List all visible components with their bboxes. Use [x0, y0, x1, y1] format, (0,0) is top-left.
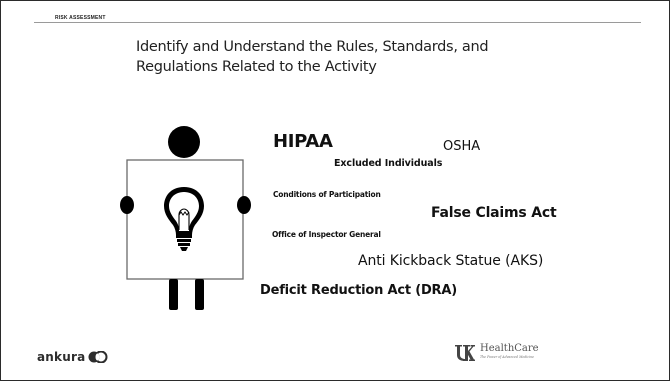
- header-divider: [34, 22, 641, 23]
- term-anti-kickback-statute: Anti Kickback Statue (AKS): [358, 253, 544, 269]
- ankura-mark-icon: [88, 351, 108, 363]
- uk-healthcare-name: HealthCare: [480, 343, 539, 354]
- term-false-claims-act: False Claims Act: [431, 205, 557, 221]
- slide-title-line-1: Identify and Understand the Rules, Stand…: [136, 39, 489, 55]
- term-conditions-of-participation: Conditions of Participation: [273, 190, 381, 199]
- person-left-leg: [169, 279, 178, 310]
- uk-healthcare-wordmark: HealthCare The Power of Advanced Medicin…: [480, 343, 539, 360]
- uk-monogram-icon: [455, 345, 475, 361]
- person-left-hand: [120, 196, 134, 214]
- uk-healthcare-logo: HealthCare The Power of Advanced Medicin…: [454, 343, 539, 363]
- section-label: RISK ASSESSMENT: [55, 15, 106, 21]
- term-excluded-individuals: Excluded Individuals: [334, 158, 443, 169]
- person-right-hand: [237, 196, 251, 214]
- person-holding-lightbulb-sign-icon: [120, 126, 251, 310]
- slide-title-line-2: Regulations Related to the Activity: [136, 59, 377, 75]
- term-hipaa: HIPAA: [273, 131, 333, 152]
- person-head: [168, 126, 200, 158]
- term-osha: OSHA: [443, 139, 481, 154]
- lightbulb-icon: [164, 187, 204, 251]
- ankura-logo: ankura: [37, 350, 108, 364]
- uk-healthcare-tagline: The Power of Advanced Medicine: [480, 355, 535, 359]
- slide-title: Identify and Understand the Rules, Stand…: [136, 37, 556, 77]
- ankura-logo-text: ankura: [37, 350, 86, 364]
- person-right-leg: [195, 279, 204, 310]
- term-deficit-reduction-act: Deficit Reduction Act (DRA): [260, 283, 457, 298]
- term-office-of-inspector-general: Office of Inspector General: [272, 230, 381, 239]
